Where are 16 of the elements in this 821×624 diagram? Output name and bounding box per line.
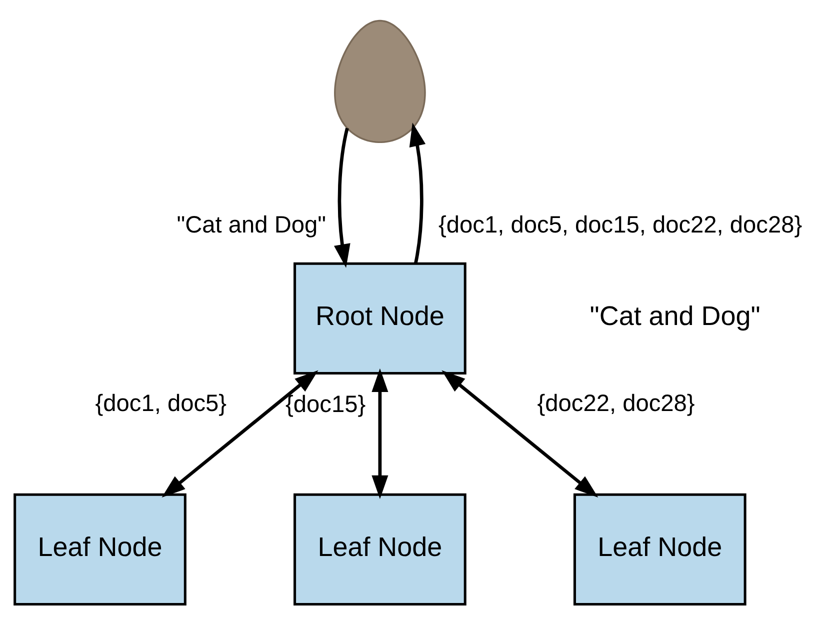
node-person	[334, 19, 426, 143]
arrow	[334, 127, 350, 268]
edge-label: "Cat and Dog"	[176, 212, 326, 238]
label: "Cat and Dog"	[590, 300, 760, 330]
node-box: Leaf Node	[14, 492, 186, 606]
node-box: Leaf Node	[573, 492, 746, 606]
edge-label: {doc1, doc5, doc15, doc22, doc28}	[438, 212, 802, 238]
arrow	[409, 122, 426, 264]
edge-label: {doc22, doc28}	[537, 390, 695, 417]
arrow	[372, 368, 388, 499]
arrow	[162, 370, 318, 498]
node-box: Leaf Node	[294, 492, 466, 606]
node-box: Root Node	[294, 262, 466, 374]
edge-label: {doc15}	[286, 391, 366, 418]
edge-label: {doc1, doc5}	[95, 390, 227, 417]
arrow	[442, 370, 598, 498]
